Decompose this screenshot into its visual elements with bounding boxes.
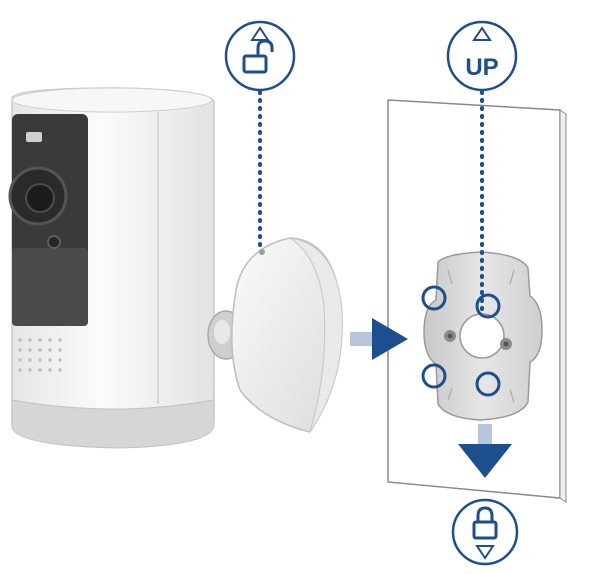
camera-base-band: [11, 399, 215, 449]
camera-sensor: [26, 132, 42, 142]
lock-icon: [472, 506, 498, 540]
plate-center-hole: [459, 313, 505, 359]
camera-face-lower: [12, 248, 88, 326]
up-label: UP: [465, 54, 498, 81]
mount-plate: [421, 251, 543, 421]
arrow-down-icon: [458, 424, 512, 478]
tab-marker-top-left: [421, 285, 447, 311]
dome-rim: [289, 237, 343, 433]
triangle-up-icon: [472, 26, 492, 41]
camera-lens-inner: [25, 183, 55, 213]
speaker-grille: [18, 338, 62, 372]
camera-top: [11, 87, 213, 113]
unlock-badge: [224, 20, 296, 92]
tab-marker-bottom-left: [421, 363, 447, 389]
dome-screw: [259, 249, 265, 255]
up-badge: UP: [446, 20, 518, 92]
camera-indicator: [47, 235, 61, 249]
triangle-down-icon: [475, 545, 495, 560]
tab-marker-bottom-right: [475, 371, 501, 397]
tab-markers: [421, 285, 501, 397]
tab-marker-top-right: [475, 293, 501, 319]
camera: [8, 87, 215, 449]
triangle-up-icon: [250, 26, 270, 41]
mount-dome: [207, 237, 343, 433]
lock-badge: [451, 498, 519, 566]
arrow-right-icon: [350, 318, 408, 360]
unlock-icon: [242, 39, 274, 74]
